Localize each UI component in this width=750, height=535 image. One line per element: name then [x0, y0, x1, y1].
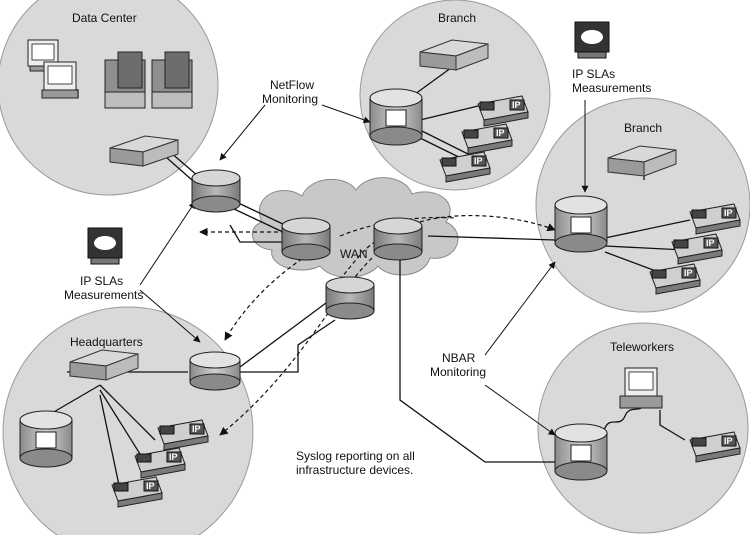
branch-top-title: Branch [438, 11, 476, 25]
ip-phone-icon: IP [157, 419, 209, 451]
router-icon [189, 351, 241, 391]
branch-right-title: Branch [624, 121, 662, 135]
nbar-label: NBAR Monitoring [430, 351, 486, 379]
ip-phone-icon: IP [134, 447, 186, 479]
voice-router-icon [554, 195, 608, 253]
ip-phone-icon: IP [689, 431, 741, 463]
switch-icon [109, 135, 179, 167]
teleworkers-site [537, 322, 749, 534]
ipsla-top-label: IP SLAs Measurements [572, 67, 651, 95]
ip-phone-label: IP [706, 238, 715, 248]
wan-label: WAN [340, 247, 368, 261]
firewall-router-icon [191, 169, 241, 213]
ip-phone-label: IP [169, 452, 178, 462]
ip-phone-label: IP [724, 436, 733, 446]
server-icon [151, 51, 193, 109]
workstation-icon [619, 367, 663, 409]
ip-phone-icon: IP [689, 203, 741, 235]
firewall-router-icon [281, 217, 331, 261]
ip-phone-icon: IP [111, 476, 163, 508]
switch-icon [419, 39, 489, 71]
ip-phones: IP IP IP IP IP IP IP IP IP IP [111, 95, 741, 508]
teleworkers-title: Teleworkers [610, 340, 674, 354]
ip-phone-icon: IP [477, 95, 529, 127]
ip-phone-label: IP [512, 100, 521, 110]
ip-phone-icon: IP [671, 233, 723, 265]
ipsla-left-label: IP SLAs Measurements [64, 274, 143, 302]
firewall-router-icon [373, 217, 423, 261]
ip-phone-icon: IP [439, 151, 491, 183]
ip-phone-label: IP [474, 156, 483, 166]
ip-phone-icon: IP [461, 123, 513, 155]
ip-phone-label: IP [684, 268, 693, 278]
ip-phone-icon: IP [649, 263, 701, 295]
ip-phone-label: IP [146, 481, 155, 491]
ip-phone-label: IP [192, 424, 201, 434]
switch-icon [69, 349, 139, 381]
data-center-title: Data Center [72, 11, 137, 25]
syslog-label: Syslog reporting on all infrastructure d… [296, 449, 418, 477]
ip-phone-label: IP [496, 128, 505, 138]
headquarters-title: Headquarters [70, 335, 143, 349]
voice-router-icon [369, 88, 423, 146]
voice-router-icon [19, 410, 73, 468]
netflow-label: NetFlow Monitoring [262, 78, 318, 106]
monitor-icon [574, 21, 610, 59]
voice-router-icon [554, 423, 608, 481]
monitor-icon [87, 227, 123, 265]
server-icon [104, 51, 146, 109]
switch-icon [607, 145, 677, 177]
workstation-icon [41, 61, 79, 99]
firewall-router-icon [325, 276, 375, 320]
ip-phone-label: IP [724, 208, 733, 218]
annotation-arrows [139, 100, 589, 436]
